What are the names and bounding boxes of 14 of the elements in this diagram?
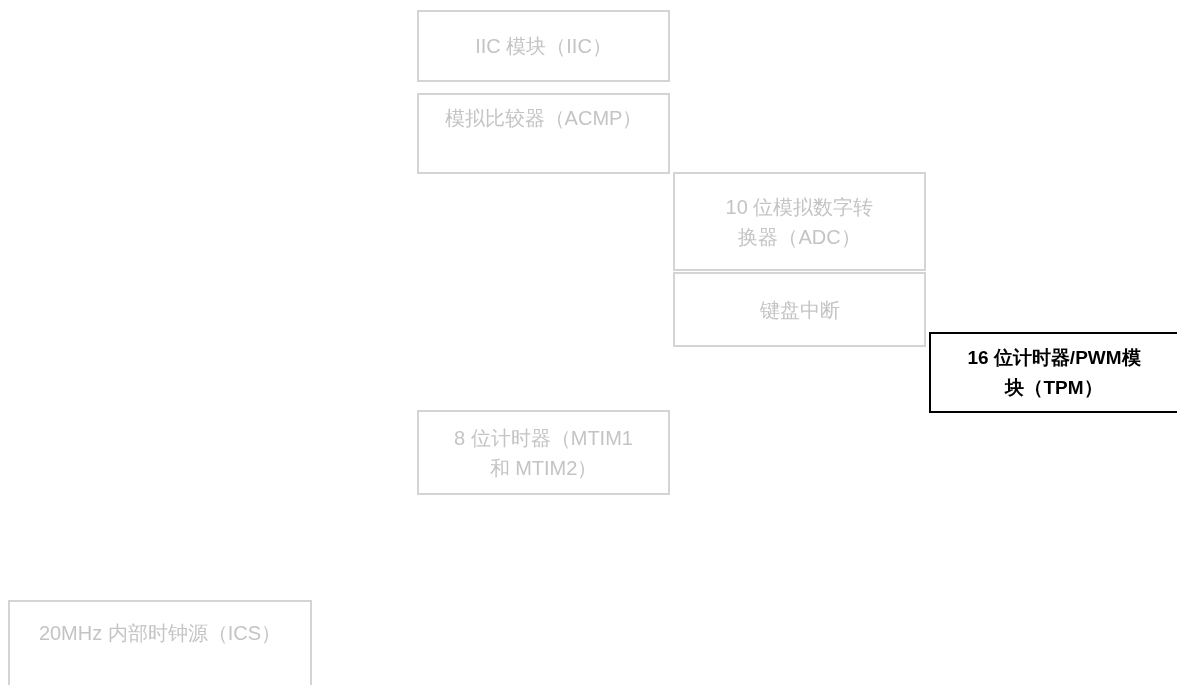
module-box: [673, 272, 926, 347]
module-box: [929, 332, 1177, 413]
module-label: 20MHz 内部时钟源（ICS）: [38, 621, 282, 646]
module-label: 16 位计时器/PWM模块（TPM）: [966, 345, 1142, 400]
module-box: [417, 10, 670, 82]
module-label: 模拟比较器（ACMP）: [444, 106, 643, 131]
module-box: [8, 600, 312, 685]
module-box: [417, 93, 670, 174]
module-label: 10 位模拟数字转换器（ADC）: [724, 194, 875, 250]
module-label: 8 位计时器（MTIM1 和 MTIM2）: [453, 425, 634, 481]
module-label: IIC 模块（IIC）: [475, 34, 612, 59]
module-label: 键盘中断: [759, 297, 840, 323]
module-box: [673, 172, 926, 271]
module-box: [417, 410, 670, 495]
